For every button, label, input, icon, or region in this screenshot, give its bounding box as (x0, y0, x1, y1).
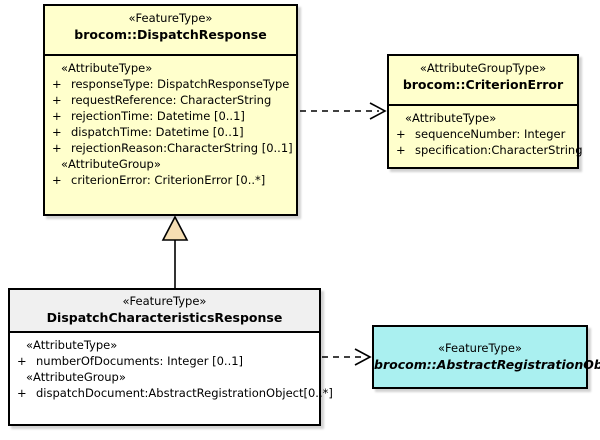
attribute-text: specification:CharacterString (415, 143, 583, 157)
class-name: DispatchCharacteristicsResponse (46, 310, 283, 325)
generalization-dispatchcharacteristics-dispatchresponse[interactable] (161, 215, 189, 288)
attribute-group-label: «AttributeType» (405, 111, 497, 125)
class-stereotype: «FeatureType» (438, 341, 522, 355)
class-box-abstract-registration-object[interactable]: «FeatureType» brocom::AbstractRegistrati… (372, 325, 600, 389)
class-body-criterion-error: «AttributeType» + sequenceNumber: Intege… (389, 106, 583, 162)
class-box-dispatch-characteristics-response[interactable]: «FeatureType» DispatchCharacteristicsRes… (8, 288, 333, 426)
attribute-group-label: «AttributeType» (26, 338, 118, 352)
attribute-visibility: + (52, 93, 62, 107)
attribute-visibility: + (396, 143, 406, 157)
attribute-text: responseType: DispatchResponseType (71, 77, 290, 91)
attribute-visibility: + (396, 127, 406, 141)
attribute-visibility: + (52, 173, 62, 187)
attribute-text: sequenceNumber: Integer (415, 127, 566, 141)
class-box-dispatch-response[interactable]: «FeatureType» brocom::DispatchResponse «… (43, 4, 298, 216)
class-box-criterion-error[interactable]: «AttributeGroupType» brocom::CriterionEr… (387, 54, 583, 169)
attribute-text: criterionError: CriterionError [0..*] (71, 173, 266, 187)
attribute-text: requestReference: CharacterString (71, 93, 272, 107)
class-name: brocom::DispatchResponse (74, 27, 267, 42)
class-stereotype: «FeatureType» (128, 11, 213, 25)
attribute-text: rejectionReason:CharacterString [0..1] (71, 141, 293, 155)
attribute-row: + sequenceNumber: Integer (393, 126, 575, 142)
class-stereotype: «AttributeGroupType» (419, 61, 547, 75)
attribute-visibility: + (52, 141, 62, 155)
attribute-text: dispatchDocument:AbstractRegistrationObj… (36, 386, 333, 400)
class-header-dispatch-characteristics-response: «FeatureType» DispatchCharacteristicsRes… (10, 290, 319, 333)
class-body-dispatch-response: «AttributeType» + responseType: Dispatch… (45, 56, 296, 192)
attribute-visibility: + (52, 109, 62, 123)
attribute-group-label: «AttributeGroup» (61, 157, 161, 171)
attribute-row: + criterionError: CriterionError [0..*] (49, 172, 294, 188)
attribute-text: numberOfDocuments: Integer [0..1] (36, 354, 244, 368)
attribute-row: + responseType: DispatchResponseType (49, 76, 294, 92)
attribute-row: + numberOfDocuments: Integer [0..1] (14, 353, 317, 369)
attribute-row: + dispatchDocument:AbstractRegistrationO… (14, 385, 333, 401)
attribute-row: + specification:CharacterString (393, 142, 583, 158)
dependency-dispatchcharacteristics-abstractregistrationobject[interactable] (322, 348, 372, 366)
dependency-dispatchresponse-criterionerror[interactable] (300, 102, 387, 120)
attribute-text: rejectionTime: Datetime [0..1] (71, 109, 245, 123)
class-header-dispatch-response: «FeatureType» brocom::DispatchResponse (45, 6, 296, 56)
attribute-row: + dispatchTime: Datetime [0..1] (49, 124, 294, 140)
attribute-group-label: «AttributeType» (61, 61, 153, 75)
class-name: brocom::AbstractRegistrationObject (374, 357, 600, 372)
attribute-row: + requestReference: CharacterString (49, 92, 294, 108)
attribute-visibility: + (17, 354, 27, 368)
class-header-abstract-registration-object: «FeatureType» brocom::AbstractRegistrati… (374, 341, 600, 373)
attribute-visibility: + (17, 386, 27, 400)
attribute-group-label: «AttributeGroup» (26, 370, 126, 384)
class-header-criterion-error: «AttributeGroupType» brocom::CriterionEr… (389, 56, 577, 106)
attribute-row: + rejectionReason:CharacterString [0..1] (49, 140, 294, 156)
attribute-text: dispatchTime: Datetime [0..1] (71, 125, 244, 139)
attribute-row: + rejectionTime: Datetime [0..1] (49, 108, 294, 124)
attribute-visibility: + (52, 125, 62, 139)
class-body-dispatch-characteristics-response: «AttributeType» + numberOfDocuments: Int… (10, 333, 333, 405)
class-stereotype: «FeatureType» (122, 294, 207, 308)
attribute-visibility: + (52, 77, 62, 91)
class-name: brocom::CriterionError (402, 77, 564, 92)
